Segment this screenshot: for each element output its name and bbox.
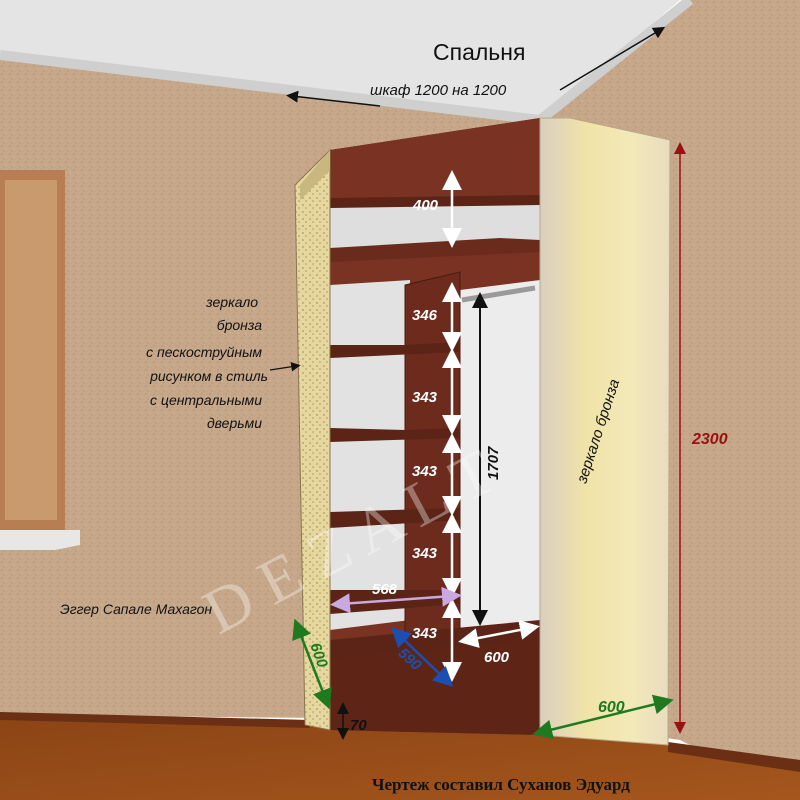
dim-label-shelf-4: 343	[412, 545, 438, 562]
author-credit: Чертеж составил Суханов Эдуард	[372, 775, 630, 794]
note-pointer	[269, 361, 301, 372]
mirror-note-line: дверьми	[207, 415, 262, 431]
floor	[0, 715, 800, 800]
top-shelf-1	[330, 195, 540, 208]
skirting-left	[0, 712, 310, 728]
plinth-interior	[330, 640, 540, 735]
window-sill	[0, 530, 80, 550]
material-label: Эггер Сапале Махагон	[60, 601, 212, 617]
shelf-4	[330, 508, 460, 528]
dim-arrow-shelf-depth	[390, 627, 454, 687]
mirror-note-line: зеркало	[205, 294, 258, 310]
dim-label-shelf-3: 343	[412, 463, 438, 480]
mirror-note-line: с центральными	[150, 392, 262, 408]
shelf-bay-interior	[330, 280, 410, 630]
skirting-right	[668, 742, 800, 772]
window-pane	[5, 180, 57, 520]
dim-label-shelf-width: 568	[372, 581, 398, 598]
dim-arrow-side-depth	[292, 618, 332, 710]
ceiling-arrow-left	[286, 90, 381, 107]
top-shelf-2	[330, 238, 540, 262]
top-bay-interior	[330, 200, 540, 250]
left-panel-top-edge	[300, 150, 330, 200]
dim-label-plinth: 70	[350, 717, 367, 734]
wardrobe-size-label: шкаф 1200 на 1200	[370, 82, 507, 99]
dim-label-front-width: 600	[598, 699, 625, 716]
dim-label-total-height: 2300	[691, 431, 728, 448]
mirror-note-line: рисунком в стиль	[149, 368, 268, 384]
mirror-note-line: бронза	[217, 317, 263, 333]
dim-arrow-shelf-width	[330, 586, 462, 614]
room-title: Спальня	[433, 39, 525, 65]
dim-label-shelf-1: 346	[412, 307, 438, 324]
dim-arrow-front-width	[532, 694, 674, 740]
mirror-note-left: зеркало бронза с пескоструйным рисунком …	[146, 294, 268, 431]
dim-label-rod-height: 1707	[485, 446, 502, 480]
dim-label-shelf-5: 343	[412, 625, 438, 642]
right-mirror-door	[539, 117, 671, 746]
dim-label-hanging-depth: 600	[484, 649, 510, 666]
shelf-3	[330, 428, 460, 442]
dim-label-shelf-2: 343	[412, 389, 438, 406]
shelf-2	[330, 342, 460, 358]
ceiling-arrow-right	[559, 26, 666, 91]
left-mirror-panel	[294, 148, 331, 731]
dim-arrow-hanging-depth	[458, 620, 540, 648]
dim-label-top-shelf: 400	[412, 197, 439, 214]
ceiling	[0, 0, 800, 120]
mirror-note-line: с пескоструйным	[146, 344, 262, 360]
